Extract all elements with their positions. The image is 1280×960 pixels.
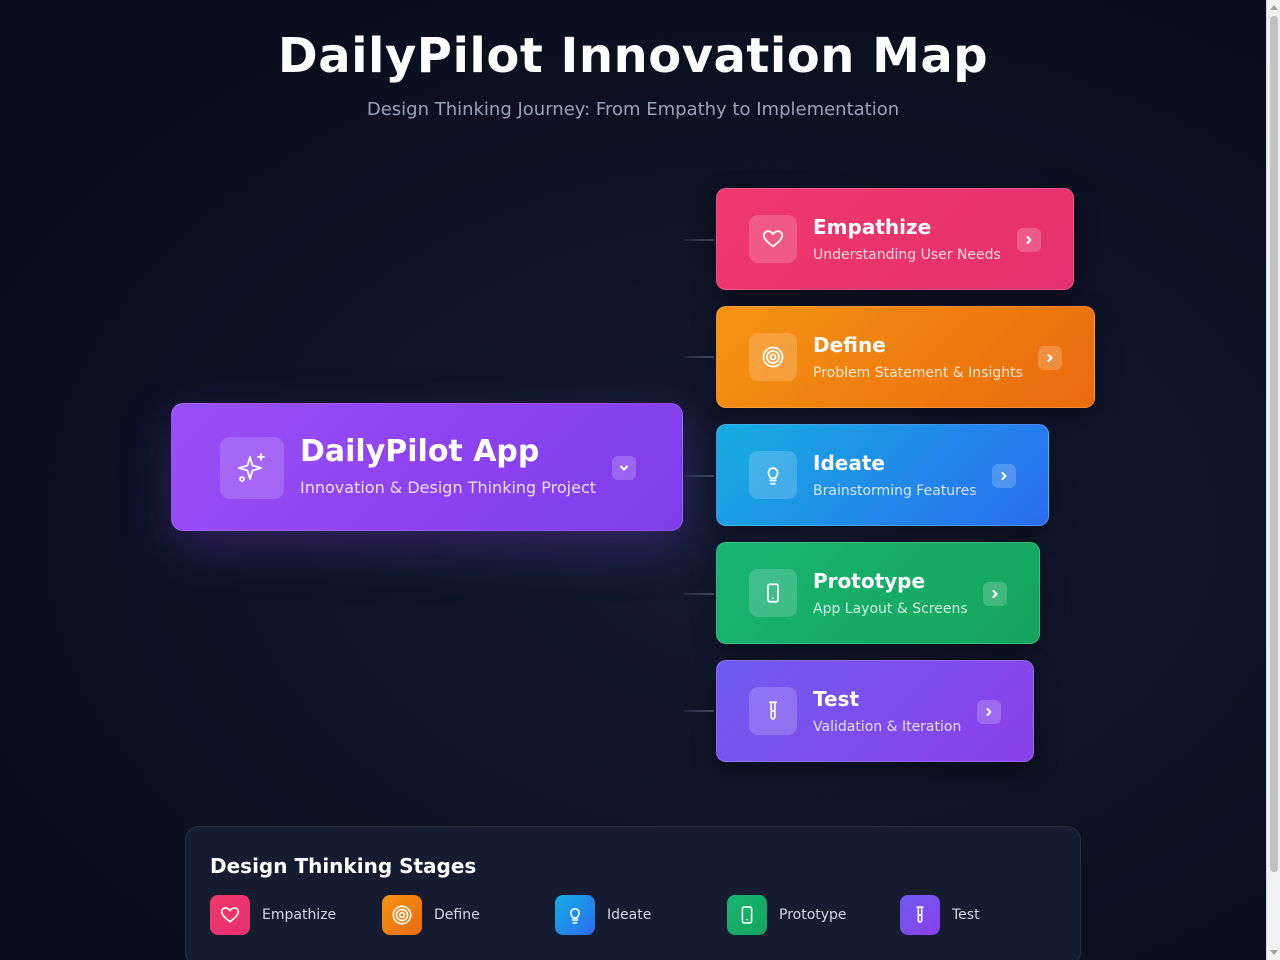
stage-title: Ideate <box>813 451 885 475</box>
scroll-down-arrow-icon[interactable] <box>1270 950 1278 955</box>
legend-item-define: Define <box>382 895 480 935</box>
connector-line <box>684 593 714 595</box>
scroll-up-arrow-icon[interactable] <box>1270 5 1278 10</box>
connector-line <box>684 356 714 358</box>
chevron-right-icon <box>983 706 995 718</box>
legend-item-prototype: Prototype <box>727 895 847 935</box>
chevron-right-icon <box>1044 352 1056 364</box>
legend-label: Empathize <box>262 907 337 923</box>
target-icon <box>749 333 797 381</box>
vertical-scrollbar[interactable] <box>1266 0 1280 960</box>
stage-subtitle: Understanding User Needs <box>813 247 1001 263</box>
chevron-right-icon <box>998 470 1010 482</box>
legend-label: Test <box>952 907 980 923</box>
center-node-title: DailyPilot App <box>300 434 540 469</box>
lightbulb-icon <box>749 451 797 499</box>
stage-subtitle: Problem Statement & Insights <box>813 365 1023 381</box>
stage-title: Test <box>813 687 860 711</box>
stage-card-ideate[interactable]: Ideate Brainstorming Features <box>716 424 1049 526</box>
page-title: DailyPilot Innovation Map <box>277 28 989 84</box>
sparkles-icon <box>220 437 284 499</box>
heart-icon <box>749 215 797 263</box>
stage-subtitle: App Layout & Screens <box>813 601 968 617</box>
lightbulb-icon <box>555 895 595 935</box>
stage-subtitle: Validation & Iteration <box>813 719 962 735</box>
stage-subtitle: Brainstorming Features <box>813 483 977 499</box>
center-node-subtitle: Innovation & Design Thinking Project <box>300 478 597 497</box>
stage-title: Empathize <box>813 215 932 239</box>
target-icon <box>382 895 422 935</box>
legend-item-empathize: Empathize <box>210 895 336 935</box>
collapse-toggle-button[interactable] <box>612 456 636 480</box>
legend-item-ideate: Ideate <box>555 895 651 935</box>
connector-line <box>684 710 714 712</box>
chevron-down-icon <box>618 462 630 474</box>
legend-label: Prototype <box>779 907 847 923</box>
legend-panel: Design Thinking Stages Empathize Define … <box>185 826 1081 960</box>
test-tube-icon <box>749 687 797 735</box>
expand-stage-button[interactable] <box>1038 346 1062 370</box>
legend-item-test: Test <box>900 895 980 935</box>
connector-line <box>684 475 714 477</box>
heart-icon <box>210 895 250 935</box>
smartphone-icon <box>749 569 797 617</box>
expand-stage-button[interactable] <box>992 464 1016 488</box>
connector-line <box>684 239 714 241</box>
stage-card-prototype[interactable]: Prototype App Layout & Screens <box>716 542 1040 644</box>
scroll-thumb[interactable] <box>1270 16 1278 872</box>
legend-label: Ideate <box>607 907 652 923</box>
expand-stage-button[interactable] <box>983 582 1007 606</box>
stage-card-test[interactable]: Test Validation & Iteration <box>716 660 1034 762</box>
expand-stage-button[interactable] <box>1017 228 1041 252</box>
test-tube-icon <box>900 895 940 935</box>
center-node-dailypilot-app[interactable]: DailyPilot App Innovation & Design Think… <box>171 403 683 531</box>
legend-title: Design Thinking Stages <box>210 854 477 878</box>
expand-stage-button[interactable] <box>977 700 1001 724</box>
legend-label: Define <box>434 907 480 923</box>
page-subtitle: Design Thinking Journey: From Empathy to… <box>366 99 900 120</box>
stage-title: Prototype <box>813 569 926 593</box>
stage-card-empathize[interactable]: Empathize Understanding User Needs <box>716 188 1074 290</box>
stage-title: Define <box>813 333 886 357</box>
chevron-right-icon <box>1023 234 1035 246</box>
chevron-right-icon <box>989 588 1001 600</box>
stage-card-define[interactable]: Define Problem Statement & Insights <box>716 306 1095 408</box>
smartphone-icon <box>727 895 767 935</box>
